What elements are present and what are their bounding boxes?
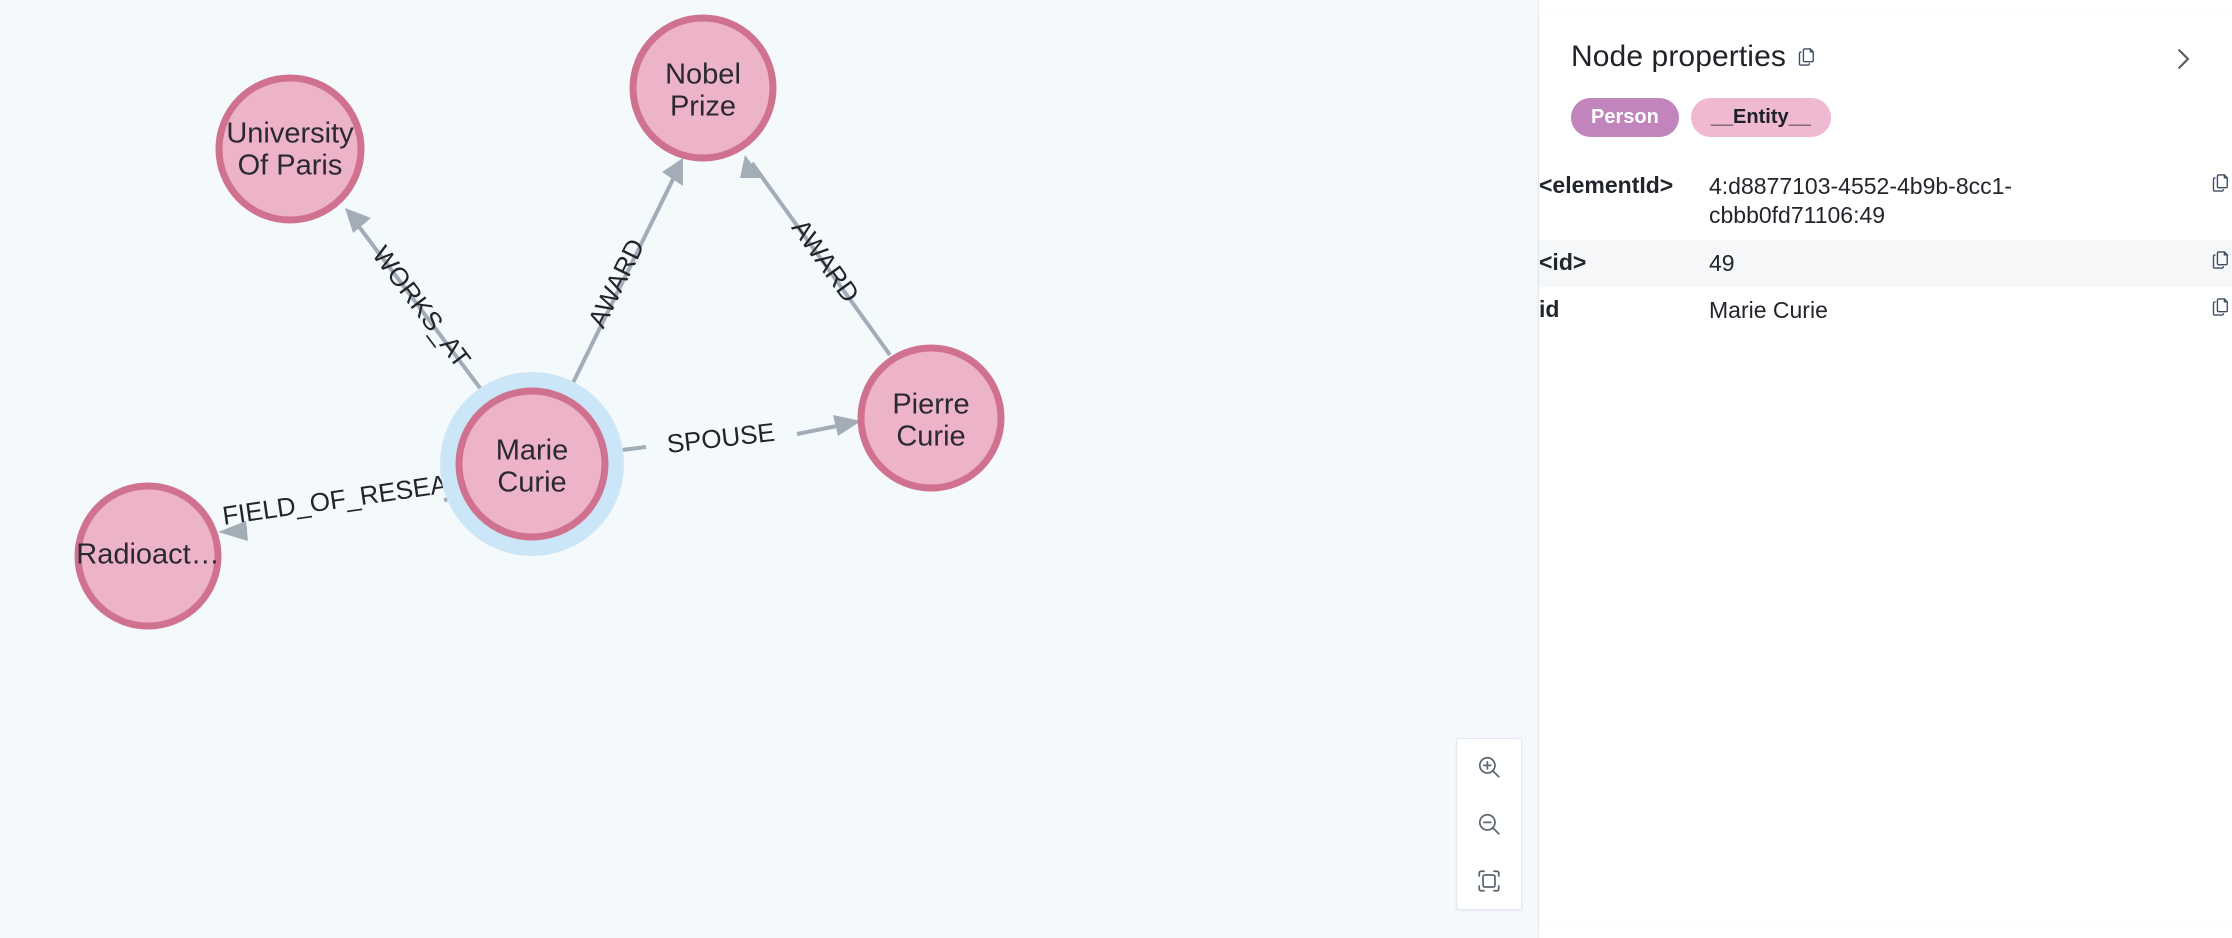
graph-svg: WORKS_AT AWARD AWARD SPOUSE (74, 14, 1005, 630)
graph-node-radioactivity[interactable]: Radioact… (74, 482, 222, 630)
fit-to-screen-button[interactable] (1466, 858, 1512, 904)
copy-glyph (2212, 298, 2228, 317)
node-label-marie-curie-line1: Marie (496, 435, 569, 467)
node-label-nobel-prize-line2: Prize (670, 91, 736, 123)
edge-label-works-at: WORKS_AT (366, 240, 477, 373)
node-label-chip-person[interactable]: Person (1571, 98, 1679, 137)
node-label-university-of-paris-line2: Of Paris (238, 150, 343, 182)
copy-glyph (2212, 251, 2228, 269)
zoom-in-icon (1478, 757, 1500, 778)
node-label-radioactivity: Radioact… (76, 539, 219, 571)
edge-award-pierre[interactable]: AWARD (740, 155, 892, 357)
panel-header: Node properties (1539, 14, 2232, 74)
table-row: <id> 49 (1539, 239, 2232, 288)
zoom-out-button[interactable] (1466, 801, 1512, 847)
table-row: id Marie Curie (1539, 287, 2232, 334)
node-label-university-of-paris-line1: University (226, 118, 354, 150)
node-properties-panel: Node properties Person (1538, 0, 2232, 938)
zoom-in-button[interactable] (1466, 744, 1512, 790)
zoom-out-icon (1478, 813, 1500, 835)
zoom-controls (1456, 738, 1522, 910)
copy-glyph (2212, 174, 2228, 192)
copy-all-icon[interactable] (1796, 46, 1818, 68)
chevron-right-icon (2178, 49, 2190, 69)
property-copy-cell-elementid (2162, 163, 2232, 240)
edge-label-field-of-research: FIELD_OF_RESEA… (220, 465, 475, 531)
node-label-pierre-curie-line2: Curie (896, 421, 965, 453)
graph-node-university-of-paris[interactable]: University Of Paris (215, 74, 365, 224)
property-value-id: Marie Curie (1709, 297, 1828, 324)
fit-to-screen-icon (1478, 870, 1500, 892)
copy-id-icon[interactable] (2210, 296, 2232, 318)
property-key-elementid: <elementId> (1539, 172, 1674, 198)
copy-id-internal-icon[interactable] (2210, 249, 2232, 271)
edge-award-marie[interactable]: AWARD (565, 158, 683, 396)
property-key-id-internal: <id> (1539, 248, 1587, 275)
node-label-chips: Person __Entity__ (1539, 74, 2232, 137)
graph-node-pierre-curie[interactable]: Pierre Curie (857, 344, 1005, 492)
graph-canvas[interactable]: WORKS_AT AWARD AWARD SPOUSE (0, 0, 1538, 938)
property-key-id: id (1539, 296, 1560, 323)
page-title: Node properties (1571, 40, 1786, 73)
edge-label-award-pierre: AWARD (786, 213, 866, 308)
property-copy-cell-id (2162, 287, 2232, 334)
table-row: <elementId> 4:d8877103-4552-4b9b-8cc1-cb… (1539, 163, 2232, 240)
edge-works-at[interactable]: WORKS_AT (345, 208, 491, 402)
copy-elementid-icon[interactable] (2210, 172, 2232, 194)
node-label-chip-entity[interactable]: __Entity__ (1690, 98, 1831, 137)
node-label-marie-curie-line2: Curie (497, 467, 566, 499)
graph-node-marie-curie[interactable]: Marie Curie (440, 372, 624, 556)
edge-spouse[interactable]: SPOUSE (604, 415, 861, 459)
edge-label-spouse: SPOUSE (665, 417, 776, 459)
node-label-pierre-curie-line1: Pierre (892, 389, 969, 421)
graph-node-nobel-prize[interactable]: Nobel Prize (629, 14, 777, 162)
node-label-nobel-prize-line1: Nobel (665, 59, 741, 91)
property-copy-cell-id-internal (2162, 240, 2232, 287)
node-properties-panel-card: Node properties Person (1539, 14, 2232, 924)
collapse-panel-button[interactable] (2168, 40, 2198, 74)
node-properties-table: <elementId> 4:d8877103-4552-4b9b-8cc1-cb… (1539, 163, 2232, 335)
property-value-elementid: 4:d8877103-4552-4b9b-8cc1-cbbb0fd71106:4… (1709, 173, 2013, 229)
panel-title-wrap: Node properties (1571, 40, 1818, 74)
edge-label-award-marie: AWARD (582, 234, 651, 332)
property-value-id-internal: 49 (1709, 249, 1735, 276)
copy-glyph (1798, 48, 1814, 66)
edge-field-of-research[interactable]: FIELD_OF_RESEA… (218, 465, 475, 541)
